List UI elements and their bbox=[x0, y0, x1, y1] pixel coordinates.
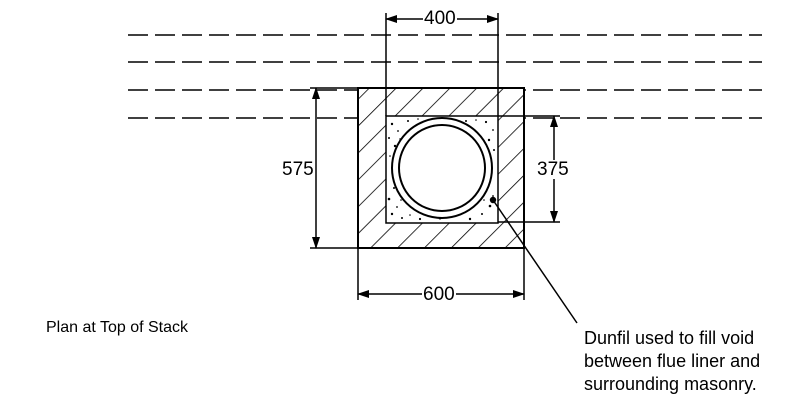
dimension-375-label: 375 bbox=[536, 159, 570, 180]
dimension-575-label: 575 bbox=[281, 159, 315, 180]
plan-caption: Plan at Top of Stack bbox=[46, 319, 189, 336]
flue-liner bbox=[391, 117, 493, 219]
flue-liner-inner bbox=[398, 124, 486, 212]
dimension-600-label: 600 bbox=[422, 284, 456, 305]
note-leader bbox=[489, 196, 578, 324]
note-line-3: surrounding masonry. bbox=[584, 374, 757, 394]
dunfil-note: Dunfil used to fill void between flue li… bbox=[584, 327, 760, 396]
leader-line bbox=[492, 199, 578, 324]
dimension-400-label: 400 bbox=[423, 8, 457, 29]
dimension-575-lines bbox=[310, 87, 358, 249]
note-line-1: Dunfil used to fill void bbox=[584, 328, 755, 348]
note-line-2: between flue liner and bbox=[584, 351, 761, 371]
